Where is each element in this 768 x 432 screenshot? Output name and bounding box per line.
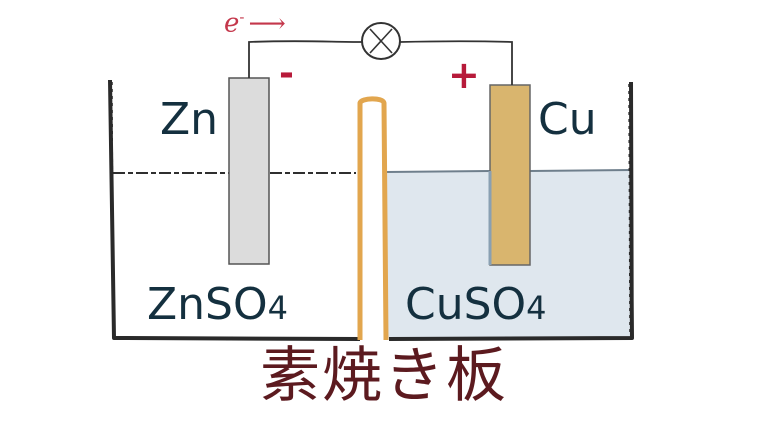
electron-charge: - <box>239 8 245 26</box>
cuso4-label: CuSO4 <box>405 283 547 327</box>
external-wire <box>248 40 513 85</box>
lamp-icon <box>361 22 401 60</box>
porous-plate-caption: 素焼き板 <box>260 341 508 411</box>
znso4-subscript: 4 <box>267 289 288 327</box>
electron-symbol: e <box>224 8 240 39</box>
znso4-formula: ZnSO <box>147 279 268 330</box>
beaker-outline <box>108 79 634 341</box>
porous-plate-icon <box>357 96 389 341</box>
zn-electrode <box>228 77 270 265</box>
cathode-sign: + <box>448 53 480 97</box>
cuso4-surface-line <box>385 169 632 173</box>
electron-flow-label: e-⟶ <box>224 10 286 37</box>
cu-label: Cu <box>538 94 597 145</box>
anode-sign: - <box>279 53 294 94</box>
cuso4-formula: CuSO <box>405 279 527 330</box>
znso4-label: ZnSO4 <box>147 283 288 327</box>
cuso4-subscript: 4 <box>526 289 547 327</box>
electron-arrow-icon: ⟶ <box>248 8 286 39</box>
zn-label: Zn <box>160 94 219 145</box>
cu-electrode <box>489 84 531 266</box>
